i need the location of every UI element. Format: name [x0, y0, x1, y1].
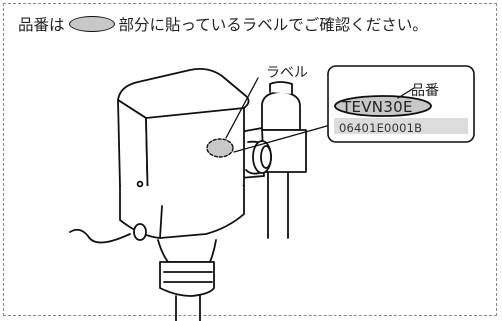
valve-base	[119, 185, 245, 239]
label-leader-line	[225, 77, 259, 139]
part-code-text: TEVN30E	[342, 98, 413, 116]
drop-pipe	[175, 295, 201, 321]
instruction-text: 品番は 部分に貼っているラベルでご確認ください。	[18, 16, 428, 34]
cable	[69, 228, 131, 244]
part-number-heading: 品番	[411, 83, 439, 99]
bottom-connector	[157, 239, 217, 263]
highlight-oval-icon	[68, 16, 115, 32]
side-knob	[133, 223, 147, 241]
part-code-oval	[334, 95, 432, 117]
supply-pipe	[267, 169, 289, 239]
instruction-after: 部分に貼っているラベルでご確認ください。	[118, 16, 428, 34]
instruction-before: 品番は	[18, 16, 65, 34]
part-number-leader	[397, 87, 415, 99]
serial-band	[334, 118, 468, 134]
dashed-frame	[3, 3, 497, 316]
supply-cap	[261, 91, 301, 131]
card-leader-line	[233, 123, 335, 153]
label-callout: ラベル	[266, 65, 308, 81]
serial-number-text: 06401E0001B	[339, 121, 423, 135]
body-label-highlight	[206, 138, 234, 158]
